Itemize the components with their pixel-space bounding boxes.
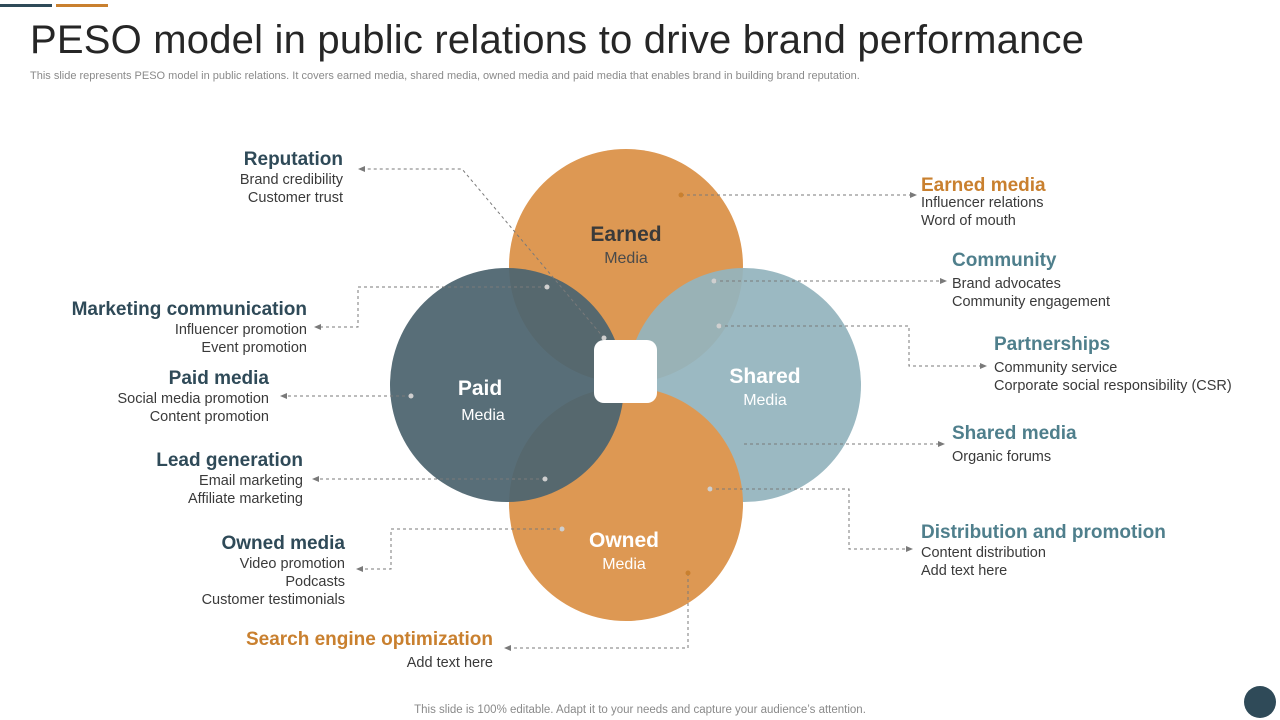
owned-circle-title: Owned [588,529,659,552]
earned-media-item: Word of mouth [921,213,1016,229]
earned-circle-title: Earned [590,223,662,246]
paid-circle [390,268,624,502]
shared-media-heading: Shared media [952,423,1077,444]
partnerships-item: Community service [994,360,1118,376]
shared-circle-label: Shared Media [705,365,825,411]
partnerships-heading: Partnerships [994,334,1111,355]
earned-media-heading: Earned media [921,175,1046,196]
earned-media-item: Influencer relations [921,195,1044,211]
community-item: Community engagement [952,294,1110,310]
distribution-heading: Distribution and promotion [921,522,1166,543]
paid-media-heading: Paid media [168,368,269,389]
paid-media-block: Paid media Social media promotion Conten… [117,368,269,426]
lead-generation-heading: Lead generation [156,450,303,471]
slide-subtitle: This slide represents PESO model in publ… [30,70,860,82]
connector-distribution [710,488,909,550]
paid-media-item: Social media promotion [117,391,269,407]
top-accent-bar-orange [56,4,108,7]
seo-heading: Search engine optimization [245,629,493,650]
top-accent-bar-dark [0,4,52,7]
owned-circle-sub: Media [602,556,646,573]
reputation-block: Reputation Brand credibility Customer tr… [240,149,343,207]
community-heading: Community [952,250,1057,271]
paid-circle-label: Paid Media [420,377,540,426]
reputation-item: Customer trust [247,190,343,206]
corner-dot [1244,686,1276,718]
seo-block: Search engine optimization Add text here [246,629,493,672]
connector-partnerships [719,325,983,367]
connector-seo [508,573,689,649]
shared-media-block: Shared media Organic forums [952,423,1077,466]
community-item: Brand advocates [952,276,1061,292]
distribution-item: Content distribution [921,545,1046,561]
paid-media-item: Content promotion [149,409,269,425]
owned-media-item: Customer testimonials [201,592,345,608]
connector-marketing [318,286,547,328]
paid-circle-sub: Media [461,407,505,424]
owned-media-item: Podcasts [285,574,345,590]
partnerships-block: Partnerships Community service Corporate… [994,334,1232,395]
paid-circle-title: Paid [457,377,503,400]
owned-media-heading: Owned media [221,533,345,554]
reputation-heading: Reputation [243,149,343,170]
partnerships-item: Corporate social responsibility (CSR) [994,378,1232,394]
owned-media-item: Video promotion [239,556,345,572]
shared-circle-sub: Media [743,392,787,409]
seo-item: Add text here [406,655,493,671]
lead-generation-item: Affiliate marketing [188,491,303,507]
connector-reputation [362,168,605,339]
marketing-communication-heading: Marketing communication [71,299,307,320]
earned-circle-label: Earned Media [566,223,686,269]
connector-owned [360,528,562,570]
slide-footer: This slide is 100% editable. Adapt it to… [414,704,866,716]
earned-media-block: Earned media Influencer relations Word o… [921,175,1046,230]
community-block: Community Brand advocates Community enga… [952,250,1110,311]
owned-media-block: Owned media Video promotion Podcasts Cus… [202,533,345,609]
marketing-communication-block: Marketing communication Influencer promo… [72,299,307,357]
shared-media-item: Organic forums [952,449,1052,465]
lead-generation-block: Lead generation Email marketing Affiliat… [156,450,303,508]
distribution-item: Add text here [921,563,1008,579]
earned-circle-sub: Media [604,250,648,267]
slide-title: PESO model in public relations to drive … [30,18,1085,62]
distribution-block: Distribution and promotion Content distr… [921,522,1166,580]
marketing-communication-item: Influencer promotion [174,322,307,338]
center-square [594,340,657,403]
lead-generation-item: Email marketing [199,473,303,489]
shared-circle-title: Shared [729,365,801,388]
reputation-item: Brand credibility [239,172,343,188]
marketing-communication-item: Event promotion [201,340,307,356]
owned-circle-label: Owned Media [564,529,684,575]
